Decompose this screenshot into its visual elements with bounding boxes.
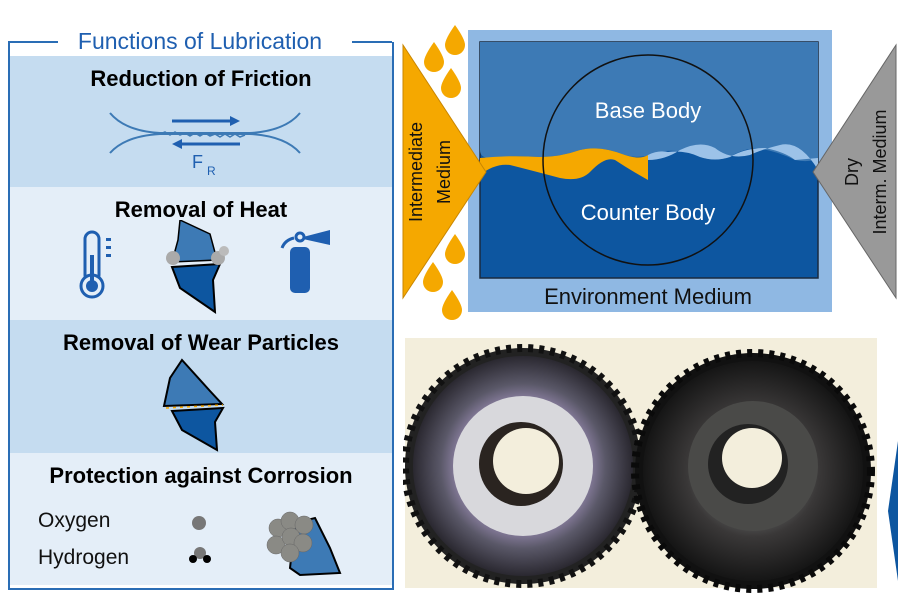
base-body — [480, 42, 818, 162]
dry-medium-arrow — [812, 43, 897, 300]
functions-panel — [8, 42, 394, 590]
title-line-left — [8, 41, 58, 43]
hot-bodies-icon — [166, 220, 229, 314]
corroding-body-icon — [266, 511, 342, 577]
contact-circle — [542, 54, 754, 266]
clean-gear — [403, 344, 645, 588]
base-body-label: Base Body — [595, 98, 701, 123]
section-wear: Removal of Wear Particles — [10, 320, 392, 453]
section-friction: Reduction of Friction F R — [10, 56, 392, 187]
section-heading: Reduction of Friction — [90, 66, 312, 91]
tribological-system-diagram: Base Body Counter Body Environment Mediu… — [402, 25, 897, 320]
dry-label-1: Dry — [842, 158, 862, 186]
section-heading: Removal of Wear Particles — [63, 330, 339, 355]
lubricant-film — [480, 148, 648, 180]
corrosion-icons — [189, 511, 342, 577]
hydrogen-molecule-icon — [189, 547, 211, 563]
section-heading: Removal of Heat — [114, 197, 288, 222]
counter-body-label: Counter Body — [581, 200, 716, 225]
heat-icons — [79, 220, 330, 314]
friction-icon: F R — [109, 112, 301, 178]
intermediate-label-1: Intermediate — [406, 122, 426, 222]
environment-label: Environment Medium — [544, 284, 752, 309]
thermometer-icon — [79, 230, 111, 299]
force-label: F — [192, 152, 203, 172]
dry-label-2: Interm. Medium — [870, 109, 890, 234]
wear-particles-icon — [162, 358, 225, 452]
fire-extinguisher-icon — [280, 230, 330, 293]
oil-drop-icons — [423, 25, 465, 320]
worn-gear — [631, 349, 875, 593]
section-corrosion: Protection against Corrosion Oxygen Hydr… — [10, 453, 392, 585]
section-heat: Removal of Heat — [10, 187, 392, 320]
legend-hydrogen: Hydrogen — [38, 546, 130, 569]
force-subscript: R — [207, 164, 216, 178]
intermediate-medium-arrow — [402, 43, 487, 300]
dry-gap — [648, 144, 818, 170]
intermediate-label-2: Medium — [434, 140, 454, 204]
legend-oxygen: Oxygen — [38, 509, 111, 532]
title-line-right — [352, 41, 392, 43]
arrow-shape-partial — [888, 441, 898, 581]
panel-title: Functions of Lubrication — [0, 28, 400, 55]
oxygen-atom-icon — [192, 516, 206, 530]
gears-photo — [403, 338, 898, 593]
section-heading: Protection against Corrosion — [49, 463, 353, 488]
